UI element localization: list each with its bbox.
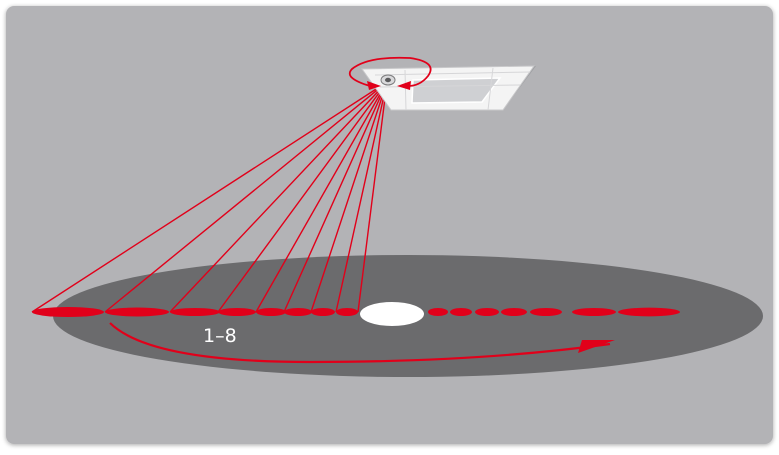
- rotation-arrowhead-left-icon: [367, 81, 381, 90]
- beam-line: [169, 81, 388, 313]
- ceiling-panel-grid: [374, 67, 531, 111]
- rotation-arrow-icon: [348, 56, 432, 87]
- detection-zone: [336, 308, 358, 316]
- beam-line: [31, 81, 388, 313]
- beam-line: [283, 81, 388, 313]
- detection-zone: [450, 308, 472, 316]
- ceiling-unit: [348, 56, 536, 111]
- ceiling-panel-inner: [411, 77, 502, 104]
- detection-beams: [31, 81, 388, 313]
- zone-label: 1–8: [203, 325, 237, 347]
- detection-zone: [530, 308, 562, 316]
- ceiling-sensor-icon: [380, 74, 396, 86]
- detection-zones-right: [428, 307, 680, 317]
- detection-zone: [501, 308, 527, 316]
- detection-zone: [428, 308, 448, 316]
- detection-zone: [311, 308, 335, 316]
- detection-zone: [105, 307, 169, 317]
- detection-zone: [572, 308, 616, 316]
- beam-line: [104, 81, 388, 313]
- beam-line: [357, 81, 388, 313]
- detection-zone: [618, 307, 680, 317]
- rotation-arrowhead-right-icon: [397, 81, 411, 90]
- beam-line: [310, 81, 388, 313]
- beam-line: [217, 81, 388, 313]
- detection-zone: [218, 308, 256, 316]
- beam-line: [255, 81, 388, 313]
- detection-zone: [32, 306, 104, 318]
- center-spot: [360, 302, 424, 326]
- detection-zones-left: [32, 306, 358, 318]
- detection-zone: [284, 308, 312, 316]
- detection-zone: [256, 308, 286, 316]
- floor-rotation-arrow-icon: [109, 322, 611, 364]
- detection-zone: [475, 308, 499, 316]
- detection-zone: [170, 308, 220, 316]
- beam-line: [335, 81, 388, 313]
- floor-rotation-arrowhead-icon: [578, 340, 615, 353]
